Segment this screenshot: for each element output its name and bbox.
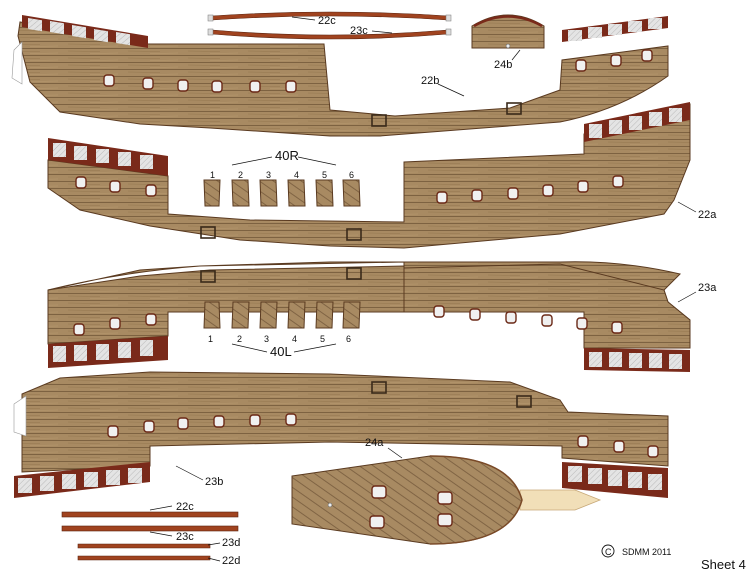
hatches-23b	[371, 381, 532, 408]
copyright-symbol: C	[605, 547, 612, 557]
strake-40R-num-6: 6	[349, 170, 354, 180]
leader-22b	[437, 83, 465, 97]
label-22c-bottom: 22c	[176, 501, 194, 513]
railing-22b-right	[562, 16, 668, 42]
rail-22c-top	[207, 11, 452, 22]
label-22c-top: 22c	[318, 15, 336, 27]
railing-23b-right	[562, 462, 668, 498]
gunports-23b	[107, 413, 659, 458]
part-22b	[11, 21, 669, 137]
leader-40R-right	[297, 156, 337, 166]
gunports-22a	[75, 175, 624, 204]
strake-40L-num-3: 3	[264, 334, 269, 344]
leader-40R-left	[231, 156, 273, 166]
part-22a	[47, 103, 691, 249]
part-24a	[291, 455, 602, 545]
strake-40R-num-1: 1	[210, 170, 215, 180]
strake-40R-num-5: 5	[322, 170, 327, 180]
leader-23b	[175, 465, 204, 481]
label-24b: 24b	[494, 59, 512, 71]
railing-23a-left	[48, 336, 168, 368]
label-24a: 24a	[365, 437, 384, 449]
label-23c-bottom: 23c	[176, 531, 194, 543]
rail-23c-top	[207, 28, 452, 40]
leader-40L-left	[231, 343, 268, 353]
strake-40L-num-2: 2	[237, 334, 242, 344]
strake-40R-num-3: 3	[266, 170, 271, 180]
strakes-40L: 1 2 3 4 5 6	[203, 301, 361, 344]
leader-22c-bottom	[149, 505, 173, 511]
rail-23c-bottom	[61, 525, 239, 532]
leader-40L-right	[293, 343, 337, 353]
railing-22a-left	[48, 138, 168, 176]
gunports-22b	[103, 49, 653, 93]
strake-40L-num-6: 6	[346, 334, 351, 344]
label-23b: 23b	[205, 476, 223, 488]
label-22b: 22b	[421, 75, 439, 87]
leader-24a	[387, 447, 403, 459]
railing-23b-left	[14, 462, 150, 498]
railing-22b-left	[22, 15, 148, 48]
strake-40R-num-4: 4	[294, 170, 299, 180]
strake-40R-num-2: 2	[238, 170, 243, 180]
leader-22a	[677, 201, 697, 213]
leader-22d	[207, 557, 221, 562]
railing-22a-right	[584, 102, 690, 142]
label-22a: 22a	[698, 209, 717, 221]
strakes-40R: 1 2 3 4 5 6	[203, 170, 361, 207]
leader-24b	[511, 49, 521, 61]
strake-40L-num-1: 1	[208, 334, 213, 344]
leader-23c-top	[371, 30, 393, 34]
strake-40L-num-4: 4	[292, 334, 297, 344]
strake-40L-num-5: 5	[320, 334, 325, 344]
gunports-23a	[73, 305, 623, 336]
leader-22c-top	[291, 16, 316, 21]
hatches-22a	[200, 226, 362, 241]
rail-23d	[77, 543, 211, 549]
part-23b	[13, 371, 669, 473]
part-23a	[47, 261, 691, 349]
rail-22d	[77, 555, 211, 561]
copyright-text: SDMM 2011	[622, 547, 671, 557]
label-40L: 40L	[270, 344, 292, 359]
hatches-22b	[371, 102, 522, 127]
label-22d: 22d	[222, 555, 240, 567]
label-40R: 40R	[275, 148, 299, 163]
label-23c-top: 23c	[350, 25, 368, 37]
label-23a: 23a	[698, 282, 717, 294]
label-23d: 23d	[222, 537, 240, 549]
leader-23c-bottom	[149, 531, 173, 537]
sheet-label: Sheet 4	[701, 557, 746, 572]
leader-23d	[207, 542, 221, 546]
copyright-icon	[601, 544, 615, 558]
leader-23a	[677, 291, 697, 303]
hatches-23a	[200, 267, 362, 283]
railing-23a-right	[584, 348, 690, 372]
part-24b	[471, 14, 545, 49]
rail-22c-bottom	[61, 511, 239, 518]
